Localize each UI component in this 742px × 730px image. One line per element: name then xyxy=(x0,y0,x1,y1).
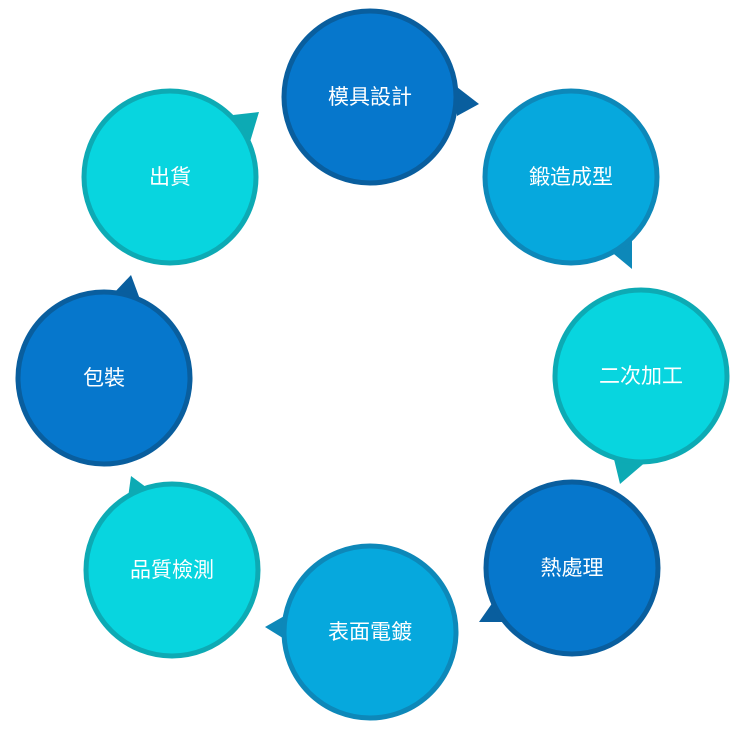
cycle-step-1: 模具設計 xyxy=(281,8,479,186)
cycle-step-pointer xyxy=(233,112,259,142)
cycle-step-circle xyxy=(552,287,730,465)
cycle-step-circle xyxy=(15,289,193,467)
cycle-step-circle xyxy=(83,481,261,659)
cycle-step-label: 熱處理 xyxy=(541,556,604,580)
cycle-step-3: 二次加工 xyxy=(552,287,730,484)
cycle-step-2: 鍛造成型 xyxy=(482,88,660,269)
cycle-step-6: 品質檢測 xyxy=(83,476,261,659)
cycle-step-label: 包裝 xyxy=(83,366,125,390)
cycle-step-circle xyxy=(483,479,661,657)
cycle-step-label: 二次加工 xyxy=(599,364,683,388)
cycle-step-5: 表面電鍍 xyxy=(265,543,459,721)
cycle-step-circle xyxy=(482,88,660,266)
cycle-step-label: 品質檢測 xyxy=(130,558,214,582)
cycle-step-label: 模具設計 xyxy=(328,85,412,109)
cycle-step-label: 出貨 xyxy=(149,165,191,189)
cycle-step-label: 表面電鍍 xyxy=(328,620,412,644)
cycle-step-pointer xyxy=(457,87,479,116)
cycle-step-circle xyxy=(81,88,259,266)
cycle-step-7: 包裝 xyxy=(15,275,193,467)
cycle-step-4: 熱處理 xyxy=(479,479,661,657)
cycle-step-8: 出貨 xyxy=(81,88,259,266)
cycle-step-circle xyxy=(281,543,459,721)
cycle-step-pointer xyxy=(265,615,286,640)
cycle-step-label: 鍛造成型 xyxy=(529,165,613,189)
cycle-step-circle xyxy=(281,8,459,186)
